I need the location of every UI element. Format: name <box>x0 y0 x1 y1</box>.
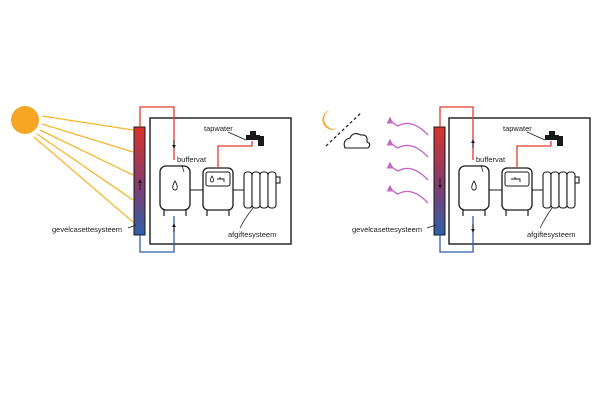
cloud-icon <box>343 132 371 149</box>
heat-exchanger <box>202 167 234 216</box>
label-afgiftesysteem: afgiftesysteem <box>527 230 575 239</box>
scene-night: tapwater buffervat gevelcasettesysteem a… <box>322 106 591 253</box>
house-outline <box>448 117 591 245</box>
label-tapwater: tapwater <box>503 124 532 133</box>
sun-rays <box>33 115 134 223</box>
tapwater-pipe <box>217 141 253 168</box>
leader-tapwater <box>227 131 247 141</box>
moon-icon <box>322 110 338 130</box>
leader-gevel <box>426 224 437 229</box>
label-buffervat: buffervat <box>177 155 207 164</box>
label-afgiftesysteem: afgiftesysteem <box>228 230 276 239</box>
buffer-tank <box>159 165 191 216</box>
label-gevelcasettesysteem: gevelcasettesysteem <box>52 225 122 234</box>
faucet-small-icon <box>217 177 225 182</box>
tapwater-pipe <box>516 141 552 168</box>
leader-buffervat <box>181 164 185 173</box>
drop-icon <box>210 175 214 183</box>
hot-pipe <box>439 106 474 160</box>
faucet-icon <box>246 131 264 146</box>
cold-pipe <box>139 216 175 253</box>
house-outline <box>149 117 292 245</box>
leader-tapwater <box>526 131 546 141</box>
water-drop-icon <box>471 180 477 191</box>
scene-day: tapwater buffervat gevelcasettesysteem a… <box>11 106 292 253</box>
day-night-divider <box>325 111 363 147</box>
label-tapwater: tapwater <box>204 124 233 133</box>
water-drop-icon <box>172 180 178 191</box>
heat-loss-arrows <box>386 116 429 204</box>
sun-icon <box>11 106 39 134</box>
label-gevelcasettesysteem: gevelcasettesysteem <box>352 225 422 234</box>
radiator <box>243 171 281 209</box>
cold-pipe <box>439 216 474 253</box>
leader-gevel <box>127 224 137 229</box>
leader-afgifte <box>239 207 254 229</box>
leader-buffervat <box>480 164 484 173</box>
faucet-small-icon <box>511 177 521 182</box>
buffer-tank <box>458 165 490 216</box>
leader-afgifte <box>539 207 553 229</box>
hot-pipe <box>139 106 175 160</box>
heat-exchanger <box>501 167 533 216</box>
label-buffervat: buffervat <box>476 155 506 164</box>
faucet-icon <box>545 131 563 146</box>
radiator <box>542 171 580 209</box>
